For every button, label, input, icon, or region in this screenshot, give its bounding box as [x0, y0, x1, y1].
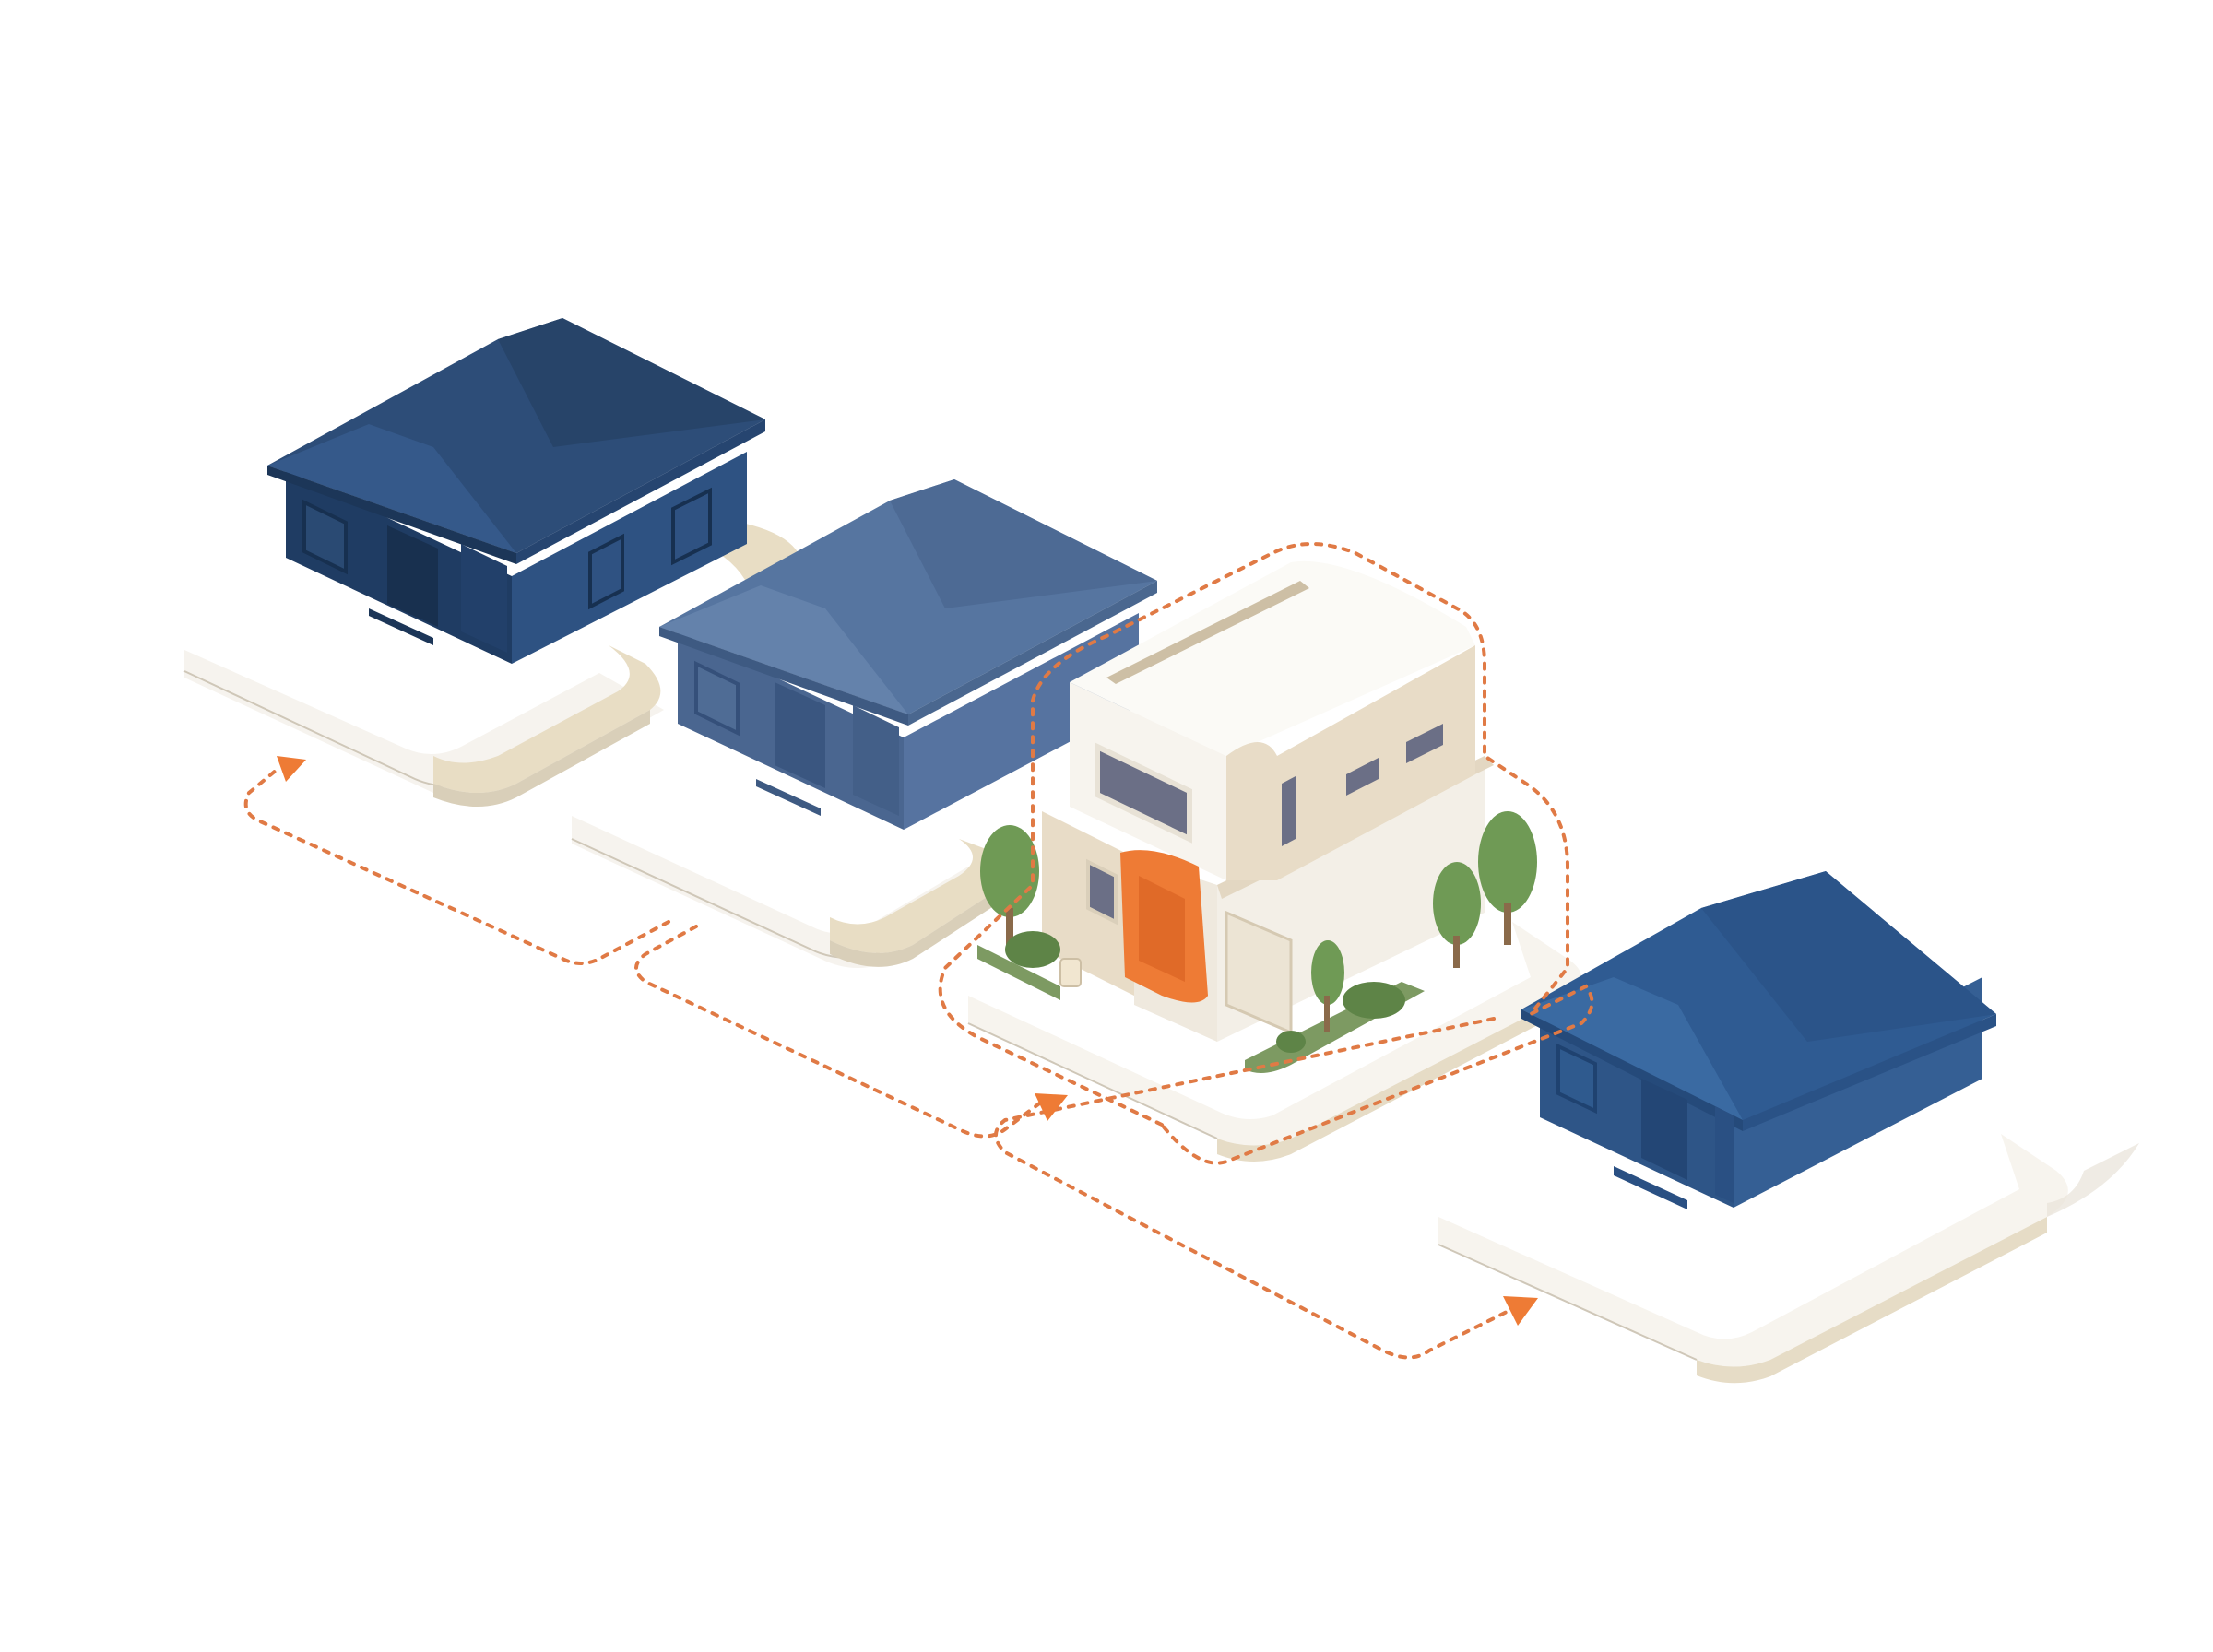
arrows	[277, 756, 1538, 1326]
house-4	[1521, 871, 1996, 1210]
outline-modern-house	[938, 542, 1594, 1165]
flow-path-1	[243, 768, 670, 965]
trees	[980, 811, 1537, 1053]
house-2	[659, 479, 1157, 830]
house-1	[267, 318, 765, 664]
modern-house	[1042, 560, 1494, 1042]
house-icon	[267, 318, 765, 664]
lawn	[977, 945, 1060, 1000]
lot-4	[1438, 1134, 2139, 1384]
lot-2	[571, 816, 1012, 968]
driveway-2	[830, 839, 1012, 953]
arrow-icon	[1035, 1093, 1068, 1121]
house-icon	[1521, 871, 1996, 1210]
arrow-icon	[1503, 1296, 1538, 1326]
flow-paths	[243, 542, 1594, 1360]
arrow-icon	[277, 756, 306, 782]
house-icon	[659, 479, 1157, 830]
mailbox	[1059, 958, 1082, 987]
flow-path-3	[994, 1017, 1514, 1360]
driveway-1	[433, 645, 661, 793]
